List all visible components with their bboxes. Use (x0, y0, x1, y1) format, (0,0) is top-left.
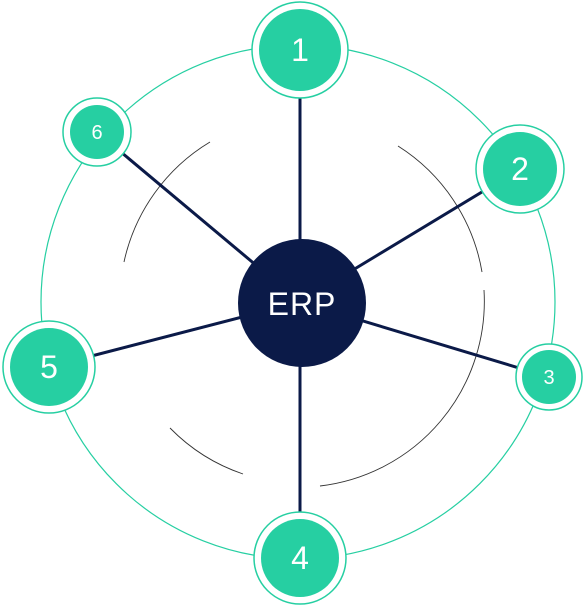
node-6-label: 6 (91, 122, 102, 144)
node-1-circle (259, 9, 341, 91)
inner-arc-top-right (397, 145, 483, 273)
inner-arc-bottom-left (169, 427, 244, 475)
node-5-circle (10, 328, 88, 406)
node-3-circle (522, 350, 576, 404)
node-5-label: 5 (40, 349, 58, 385)
erp-hub-circle (238, 239, 366, 367)
node-3[interactable]: 3 (515, 343, 583, 411)
node-2-label: 2 (511, 151, 529, 187)
node-1[interactable]: 1 (251, 1, 349, 99)
inner-arc-top-left (123, 141, 211, 263)
node-6[interactable]: 6 (62, 97, 132, 167)
inner-arc-bottom-right (319, 289, 485, 487)
node-5[interactable]: 5 (2, 320, 96, 414)
node-1-label: 1 (291, 32, 309, 68)
node-6-circle (70, 105, 124, 159)
erp-hub[interactable]: ERP (238, 239, 366, 367)
node-3-label: 3 (543, 367, 554, 389)
erp-hub-label: ERP (268, 286, 337, 322)
node-2[interactable]: 2 (475, 124, 565, 214)
inner-arcs (123, 141, 485, 487)
node-2-circle (483, 132, 557, 206)
node-4-label: 4 (291, 540, 309, 576)
node-4[interactable]: 4 (253, 511, 347, 605)
node-4-circle (261, 519, 339, 597)
